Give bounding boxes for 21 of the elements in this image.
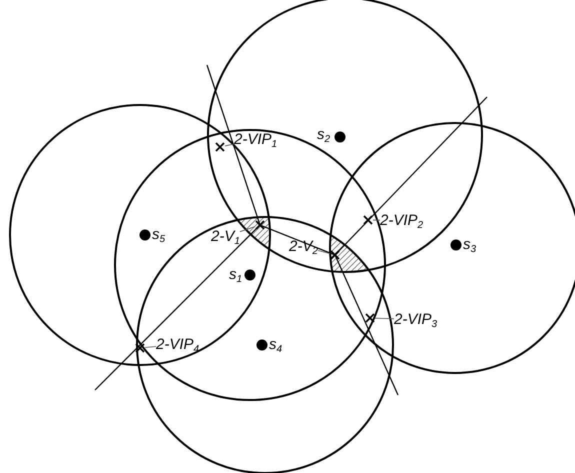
point-label: s$_{2}$	[317, 126, 330, 143]
leader-line	[240, 226, 256, 232]
leader-line	[224, 144, 234, 146]
cross-mark	[330, 250, 340, 260]
leader-line	[318, 250, 330, 254]
leader-line	[144, 346, 156, 348]
cross-mark	[363, 215, 373, 225]
cross-mark	[135, 343, 145, 353]
cross-mark	[215, 142, 225, 152]
leader-line	[372, 220, 380, 221]
point-label: 2-VIP$_{2}$	[380, 212, 424, 229]
point-label: s$_{4}$	[269, 336, 282, 353]
cross-mark	[255, 220, 265, 230]
point-label: s$_{1}$	[229, 266, 242, 283]
point-label: 2-V$_{1}$	[211, 228, 240, 245]
point-label: s$_{5}$	[152, 226, 166, 243]
cross-mark	[365, 313, 375, 323]
point-label: 2-VIP$_{1}$	[234, 131, 278, 148]
point-label: 2-VIP$_{3}$	[394, 311, 438, 328]
leader-line	[374, 318, 394, 320]
point-label: s$_{3}$	[463, 236, 476, 253]
